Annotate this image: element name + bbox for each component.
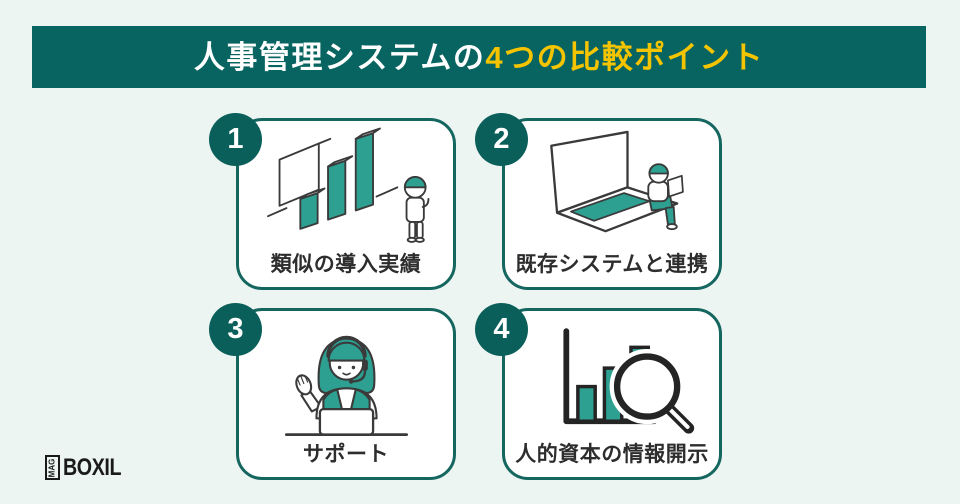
sitting-person-figure <box>646 162 684 230</box>
card-human-capital-disclosure: 4 人的資本の情報開示 <box>475 303 722 480</box>
chart-magnifier-illustration-wrap <box>505 317 719 439</box>
card-existing-system-integration: 2 既存システムと連携 <box>475 113 722 290</box>
mag-logo-box: MAG <box>45 455 60 480</box>
card-number-badge: 3 <box>209 303 262 356</box>
support-illustration-wrap <box>239 317 453 439</box>
title-banner: 人事管理システムの4つの比較ポイント <box>32 26 926 88</box>
mag-logo-text: MAG <box>47 458 57 477</box>
card-number-badge: 1 <box>209 113 262 166</box>
isometric-bar-chart-thinking-person-icon <box>266 127 429 243</box>
boxil-mag-logo: MAG BOXIL <box>45 454 134 481</box>
bar-chart-magnifier-icon <box>562 327 698 437</box>
support-operator-icon <box>284 335 408 436</box>
card-label: 既存システムと連携 <box>515 253 709 276</box>
badge-number: 2 <box>493 123 510 155</box>
laptop-illustration-wrap <box>505 127 719 249</box>
card-number-badge: 4 <box>475 303 528 356</box>
thinking-person-figure <box>403 175 429 243</box>
badge-number: 3 <box>227 313 244 345</box>
isometric-bar-chart-illustration-wrap <box>239 127 453 249</box>
card-label: 類似の導入実績 <box>270 253 422 276</box>
card-label: 人的資本の情報開示 <box>515 443 709 466</box>
card-label: サポート <box>303 443 389 466</box>
card-support: 3 <box>209 303 456 480</box>
badge-number: 1 <box>227 123 244 155</box>
card-number-badge: 2 <box>475 113 528 166</box>
badge-number: 4 <box>493 313 510 345</box>
isometric-bars <box>298 127 381 230</box>
support-operator-figure <box>284 335 408 436</box>
title-prefix: 人事管理システムの <box>193 39 486 75</box>
card-similar-adoption-record: 1 <box>209 113 456 290</box>
page-title: 人事管理システムの4つの比較ポイント <box>194 42 764 73</box>
magnifier-icon <box>609 348 698 437</box>
boxil-logo-text: BOXIL <box>63 453 122 481</box>
laptop-sitting-person-icon <box>549 130 684 232</box>
title-highlight: 4つの比較ポイント <box>485 39 765 75</box>
